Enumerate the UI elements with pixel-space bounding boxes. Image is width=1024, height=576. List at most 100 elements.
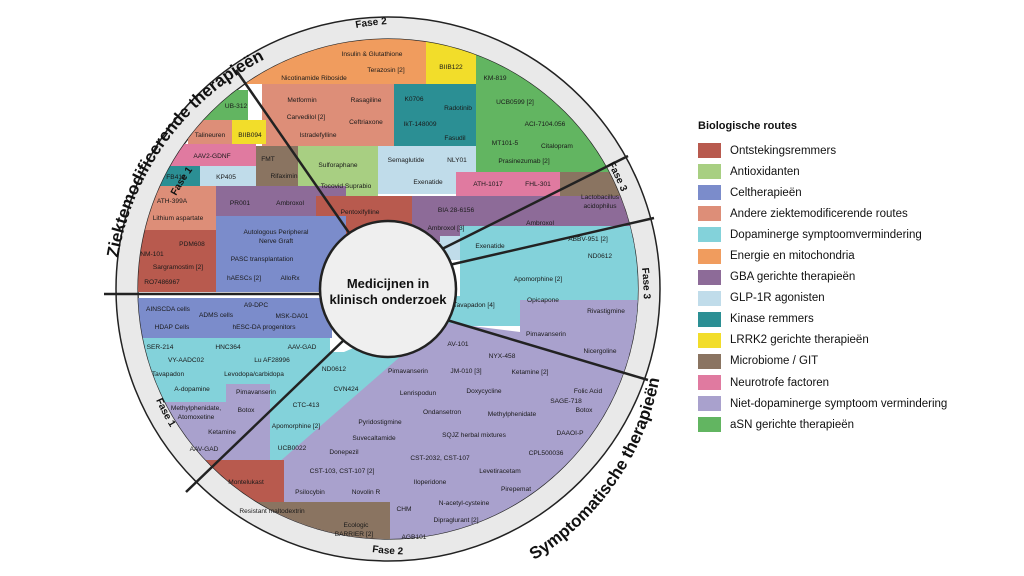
cell-microbiome-fmt	[256, 146, 298, 186]
divider-right	[435, 216, 655, 270]
cell-kinase	[394, 84, 476, 146]
drug-label: DAAOI-P	[556, 430, 584, 437]
drug-label: JM-010 [3]	[450, 368, 481, 375]
legend-label: GBA gerichte therapieën	[730, 271, 856, 284]
drug-label: Apomorphine [2]	[272, 423, 321, 430]
drug-label: Tavapadon	[152, 371, 185, 378]
drug-label: Pimavanserin	[526, 331, 566, 338]
cell-lrrk2-biib094	[232, 120, 266, 144]
drug-label: N-acetyl-cysteine	[439, 500, 490, 507]
drug-label: Resistant maltodextrin	[239, 508, 305, 515]
legend-swatch	[698, 164, 721, 180]
drug-label: Lenrispodun	[400, 390, 437, 397]
drug-label: Pirepemat	[501, 486, 531, 493]
cell-dopa-abbv	[460, 226, 638, 296]
legend-label: Dopaminerge symptoomvermindering	[730, 228, 922, 241]
drug-label: Citalopram	[541, 143, 573, 150]
divider-top-right	[429, 154, 629, 257]
drug-label: Ketamine [2]	[511, 369, 548, 376]
divider-top-left	[234, 69, 356, 241]
legend-item: Kinase remmers	[698, 309, 1018, 330]
phase-label-bottom-fase3: Fase 3	[639, 267, 652, 299]
drug-label: AAV2-GDNF	[193, 153, 230, 160]
cell-inflam-pdm	[138, 230, 216, 292]
drug-label: Ceftriaxone	[349, 119, 383, 126]
drug-label: Istradefylline	[299, 132, 336, 139]
drug-label: Methylphenidate	[488, 411, 537, 418]
drug-label: Botox	[576, 407, 594, 414]
legend-item: Celtherapieën	[698, 182, 1018, 203]
drug-label: Ecologic	[344, 522, 370, 529]
drug-label: Pyridostigmine	[358, 419, 402, 426]
legend-item: aSN gerichte therapieën	[698, 414, 1018, 435]
drug-label: Sargramostim [2]	[153, 264, 203, 271]
drug-label: PASC transplantation	[231, 256, 294, 263]
drug-label: Botox	[238, 407, 256, 414]
drug-label: CST-103, CST-107 [2]	[310, 468, 375, 475]
legend-swatch	[698, 332, 721, 348]
drug-label: Novolin R	[352, 489, 381, 496]
drug-label: NLY01	[447, 157, 467, 164]
drug-label: KM-819	[483, 75, 506, 82]
legend-swatch	[698, 248, 721, 264]
drug-label: acidophilus	[584, 203, 618, 210]
legend-item: Microbiome / GIT	[698, 351, 1018, 372]
drug-label: ABBV-951 [2]	[568, 236, 608, 243]
cell-other-metformin	[262, 84, 394, 146]
legend-swatch	[698, 290, 721, 306]
drug-label: Methylphenidate,	[171, 405, 221, 412]
drug-label: SER-214	[147, 344, 174, 351]
legend-label: Microbiome / GIT	[730, 355, 819, 368]
cell-dopa-adopamine	[150, 386, 226, 402]
drug-label: K0706	[404, 96, 423, 103]
drug-label: Metformin	[287, 97, 317, 104]
legend-label: GLP-1R agonisten	[730, 292, 825, 305]
drug-label: BIIB094	[238, 132, 262, 139]
drug-label: Iloperidone	[414, 479, 447, 486]
drug-label: Montelukast	[228, 479, 264, 486]
drug-label: AINSCDA cells	[146, 306, 191, 313]
drug-label: ND0612	[322, 366, 347, 373]
drug-label: SQJZ herbal mixtures	[442, 432, 506, 439]
drug-labels-bottom: AINSCDA cells A9-DPC ADMS cells MSK-DA01…	[146, 236, 625, 541]
legend-swatch	[698, 311, 721, 327]
legend-item: LRRK2 gerichte therapieën	[698, 330, 1018, 351]
therapy-wheel-diagram: Medicijnen in klinisch onderzoek Fase 2 …	[103, 16, 663, 563]
drug-label: Talineuren	[195, 132, 226, 139]
drug-label: HNC364	[215, 344, 241, 351]
legend-item: Niet-dopaminerge symptoom vermindering	[698, 393, 1018, 414]
legend-swatch	[698, 353, 721, 369]
legend-label: Andere ziektemodificerende routes	[730, 207, 908, 220]
legend-swatch	[698, 143, 721, 159]
drug-label: Semaglutide	[388, 157, 425, 164]
center-circle	[318, 219, 458, 359]
drug-label: hAESCs [2]	[227, 275, 261, 282]
drug-label: CST-2032, CST-107	[410, 455, 470, 462]
legend-swatch	[698, 375, 721, 391]
drug-label: Lu AF28996	[254, 357, 290, 364]
drug-label: PDM608	[179, 241, 205, 248]
legend-item: Ontstekingsremmers	[698, 140, 1018, 161]
legend-title: Biologische routes	[698, 120, 798, 132]
drug-label: Donepezil	[329, 449, 359, 456]
drug-label: Ketamine	[208, 429, 236, 436]
legend-swatch	[698, 396, 721, 412]
drug-label: CVN424	[334, 386, 359, 393]
drug-label: CTC-413	[293, 402, 320, 409]
drug-label: ADMS cells	[199, 312, 234, 319]
drug-label: Opicapone	[527, 297, 559, 304]
cell-neurotrophic-gdnf	[160, 144, 256, 166]
legend-label: Antioxidanten	[730, 165, 800, 178]
cell-glp1-kp405	[200, 166, 256, 186]
drug-label: ND0612	[588, 253, 613, 260]
legend-item: GLP-1R agonisten	[698, 288, 1018, 309]
drug-label: CPL500036	[529, 450, 564, 457]
drug-label: Dipraglurant [2]	[433, 517, 478, 524]
legend-label: Celtherapieën	[730, 186, 802, 199]
drug-label: Tocovid Suprabio	[321, 183, 372, 190]
drug-label: Lithium aspartate	[153, 215, 204, 222]
legend-item: Antioxidanten	[698, 161, 1018, 182]
drug-label: UB-312	[225, 103, 248, 110]
